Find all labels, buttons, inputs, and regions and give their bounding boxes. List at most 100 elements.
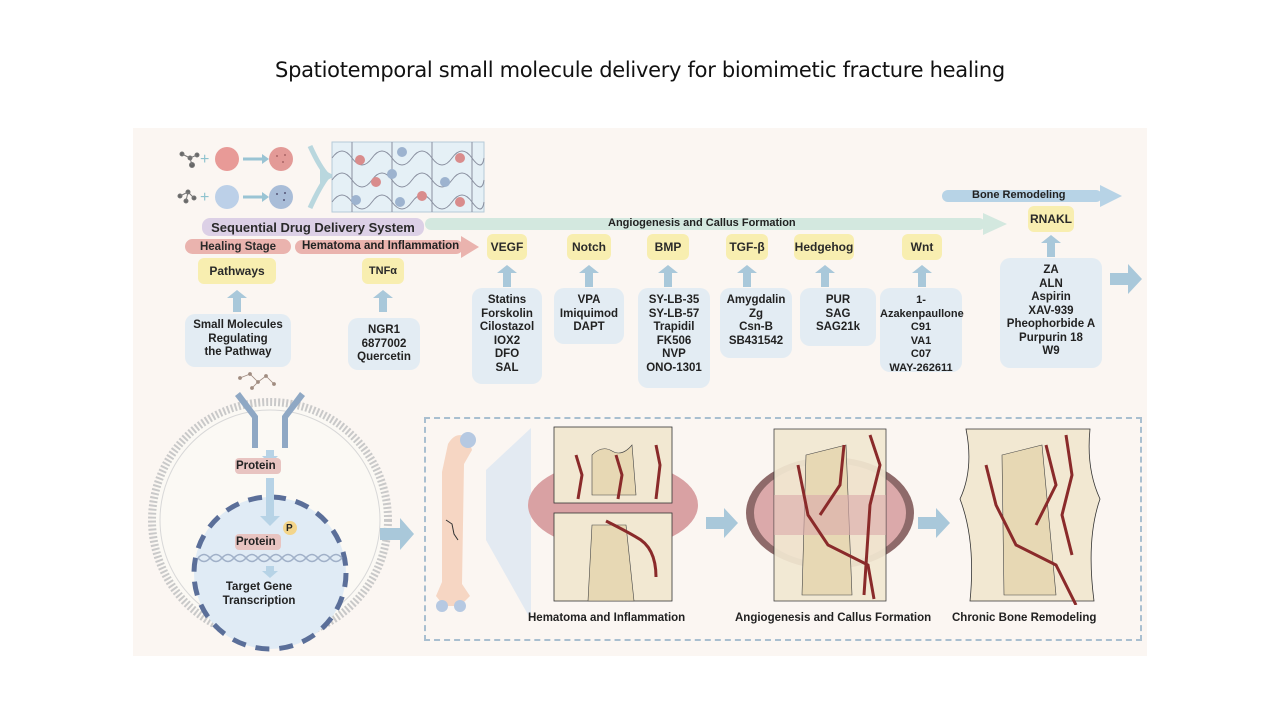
molecule-name: ONO-1301 bbox=[646, 361, 702, 374]
molecule-name: ALN bbox=[1039, 277, 1063, 290]
molecule-name: 6877002 bbox=[361, 337, 407, 350]
red-nanoparticle bbox=[215, 147, 239, 171]
molecule-name: WAY-262611 bbox=[889, 361, 953, 374]
svg-text:+: + bbox=[200, 189, 209, 206]
right-arrow-icon bbox=[918, 508, 950, 538]
notch-molecules: VPA Imiquimod DAPT bbox=[554, 288, 624, 344]
molecule-name: Cilostazol bbox=[479, 321, 535, 333]
up-arrow-icon bbox=[912, 265, 932, 287]
blue-loaded-nanoparticle bbox=[269, 185, 293, 209]
bone-remodeling-illustration bbox=[959, 428, 1101, 605]
phosphorylated-protein-label: Protein bbox=[236, 536, 276, 548]
protein-box bbox=[235, 534, 281, 550]
legend-line: Regulating bbox=[208, 332, 268, 345]
molecule-name: Aspirin bbox=[1031, 291, 1071, 303]
target-line: Target Gene bbox=[225, 581, 293, 593]
molecule-name: NVP bbox=[662, 348, 686, 360]
up-arrow-icon bbox=[579, 265, 599, 287]
molecule-name: Imiquimod bbox=[559, 307, 619, 320]
molecule-name: SY-LB-57 bbox=[648, 307, 700, 320]
rnakl-molecules: ZA ALN Aspirin XAV-939 Pheophorbide A Pu… bbox=[1000, 258, 1102, 368]
legend-line: the Pathway bbox=[204, 346, 272, 358]
molecule-icon bbox=[177, 189, 197, 204]
molecule-icon bbox=[179, 151, 200, 168]
right-arrow-icon bbox=[1110, 264, 1142, 294]
sequential-drug-delivery-label: Sequential Drug Delivery System bbox=[202, 218, 424, 236]
right-arrow-icon bbox=[706, 508, 738, 538]
molecule-name: NGR1 bbox=[368, 324, 400, 336]
up-arrow-icon bbox=[658, 265, 678, 287]
bmp-molecules: SY-LB-35 SY-LB-57 Trapidil FK506 NVP ONO… bbox=[638, 288, 710, 388]
molecule-name: DFO bbox=[494, 348, 520, 360]
healing-process-box bbox=[424, 417, 1142, 641]
hedgehog-molecules: PUR SAG SAG21k bbox=[800, 288, 876, 346]
femur-illustration bbox=[436, 428, 531, 620]
up-arrow-icon bbox=[227, 290, 247, 312]
molecule-name: DAPT bbox=[573, 321, 605, 333]
bone-remodeling-stage-label: Bone Remodeling bbox=[972, 189, 1066, 201]
legend-line: Small Molecules bbox=[193, 319, 283, 331]
phosphate-label: P bbox=[286, 523, 293, 534]
receptor-icon bbox=[235, 392, 305, 448]
molecule-name: Csn-B bbox=[739, 321, 773, 333]
molecule-name: SAG21k bbox=[815, 321, 861, 333]
molecule-name: SAL bbox=[495, 361, 519, 374]
protein-label: Protein bbox=[236, 460, 276, 472]
molecule-name: FK506 bbox=[656, 334, 692, 347]
small-molecules-legend: Small Molecules Regulating the Pathway bbox=[185, 314, 291, 367]
up-arrow-icon bbox=[1041, 235, 1061, 257]
right-arrow-icon bbox=[380, 518, 414, 550]
angiogenesis-panel-caption: Angiogenesis and Callus Formation bbox=[735, 612, 932, 624]
phosphate-icon bbox=[283, 521, 297, 535]
molecule-name: XAV-939 bbox=[1028, 304, 1074, 317]
nanoparticle-synthesis-illustration: + + bbox=[177, 141, 485, 213]
molecule-name: Quercetin bbox=[357, 351, 411, 363]
molecule-name: SB431542 bbox=[728, 334, 784, 347]
pathway-bmp: BMP bbox=[647, 234, 689, 260]
cell-signaling-illustration bbox=[148, 372, 392, 652]
wnt-molecules: 1-Azakenpaullone C91 VA1 C07 WAY-262611 bbox=[880, 288, 964, 374]
molecule-name: VPA bbox=[577, 294, 601, 306]
hematoma-stage-label: Hematoma and Inflammation bbox=[302, 240, 460, 252]
molecule-name: IOX2 bbox=[493, 334, 521, 347]
pathway-tnfa: TNFα bbox=[362, 258, 404, 284]
angiogenesis-stage-arrow bbox=[425, 213, 1007, 235]
up-arrow-icon bbox=[737, 265, 757, 287]
red-loaded-nanoparticle bbox=[269, 147, 293, 171]
molecule-name: Statins bbox=[487, 294, 527, 306]
pathway-notch: Notch bbox=[567, 234, 611, 260]
pathway-rnakl: RNAKL bbox=[1028, 206, 1074, 232]
pathway-hedgehog: Hedgehog bbox=[794, 234, 854, 260]
molecule-name: Trapidil bbox=[653, 321, 695, 333]
molecule-name: Purpurin 18 bbox=[1019, 331, 1083, 344]
tgf-beta-molecules: Amygdalin Zg Csn-B SB431542 bbox=[720, 288, 792, 358]
target-line: Transcription bbox=[222, 595, 296, 607]
target-gene-transcription-label: Target Gene Transcription bbox=[206, 580, 312, 608]
hematoma-panel-caption: Hematoma and Inflammation bbox=[528, 612, 686, 624]
svg-text:+: + bbox=[200, 151, 209, 168]
blue-nanoparticle bbox=[215, 185, 239, 209]
ligand-molecule-icon bbox=[238, 372, 276, 390]
molecule-name: Forskolin bbox=[481, 307, 533, 320]
tnfa-molecules: NGR1 6877002 Quercetin bbox=[348, 318, 420, 370]
pathway-vegf: VEGF bbox=[487, 234, 527, 260]
angiogenesis-stage-label: Angiogenesis and Callus Formation bbox=[608, 217, 796, 229]
vegf-molecules: Statins Forskolin Cilostazol IOX2 DFO SA… bbox=[472, 288, 542, 384]
molecule-name: W9 bbox=[1042, 345, 1060, 357]
molecule-name: VA1 bbox=[910, 334, 932, 347]
angiogenesis-illustration bbox=[746, 428, 914, 602]
molecule-name: C07 bbox=[910, 348, 932, 360]
up-arrow-icon bbox=[373, 290, 393, 312]
molecule-name: C91 bbox=[910, 321, 932, 333]
remodeling-panel-caption: Chronic Bone Remodeling bbox=[952, 612, 1097, 624]
pathways-legend-label: Pathways bbox=[198, 258, 276, 284]
hematoma-illustration bbox=[528, 426, 698, 602]
molecule-name: Pheophorbide A bbox=[1006, 318, 1096, 330]
molecule-name: Amygdalin bbox=[726, 294, 786, 306]
bone-remodeling-stage-arrow bbox=[942, 185, 1122, 207]
healing-stage-label: Healing Stage bbox=[185, 239, 291, 254]
hematoma-stage-arrow bbox=[295, 236, 479, 258]
molecule-name: 1-Azakenpaullone bbox=[880, 294, 964, 320]
molecule-name: PUR bbox=[825, 294, 851, 306]
molecule-name: SAG bbox=[825, 307, 851, 320]
